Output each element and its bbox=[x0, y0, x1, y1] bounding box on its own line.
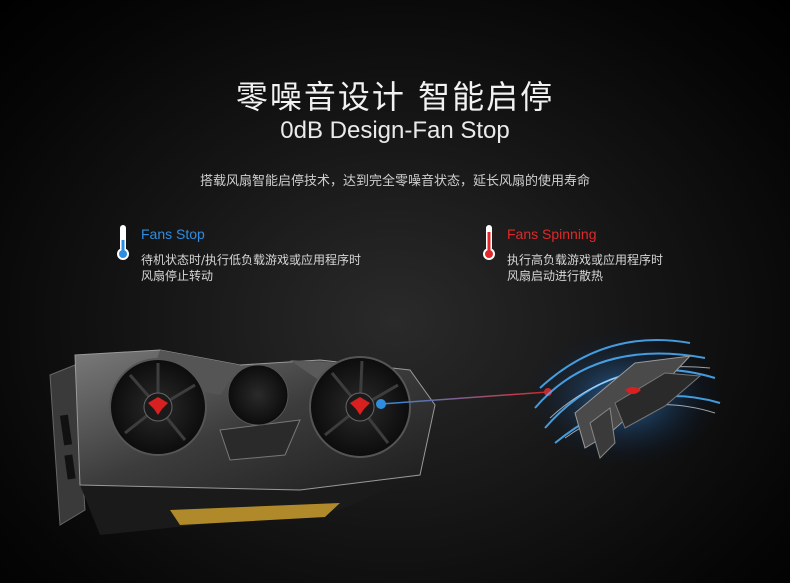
feature-desc-line: 执行高负载游戏或应用程序时 bbox=[507, 253, 664, 267]
feature-description: 执行高负载游戏或应用程序时 风扇启动进行散热 bbox=[507, 252, 663, 284]
feature-desc-line: 风扇启动进行散热 bbox=[507, 269, 604, 283]
thermometer-hot-icon bbox=[483, 225, 495, 260]
feature-description: 待机状态时/执行低负载游戏或应用程序时 风扇停止转动 bbox=[141, 252, 361, 284]
page-subtitle: 搭载风扇智能启停技术，达到完全零噪音状态，延长风扇的使用寿命 bbox=[199, 174, 590, 189]
feature-desc-line: 待机状态时/执行低负载游戏或应用程序时 bbox=[141, 253, 362, 267]
spinning-fan-image bbox=[525, 328, 725, 468]
page-title-cn: 零噪音设计 智能启停 bbox=[235, 78, 555, 116]
feature-desc-line: 风扇停止转动 bbox=[141, 269, 214, 283]
page-title-en: 0dB Design-Fan Stop bbox=[280, 117, 510, 144]
thermometer-cold-icon bbox=[117, 225, 129, 260]
feature-title: Fans Spinning bbox=[507, 226, 597, 242]
feature-title: Fans Stop bbox=[141, 226, 205, 242]
graphics-card-image bbox=[49, 349, 436, 535]
